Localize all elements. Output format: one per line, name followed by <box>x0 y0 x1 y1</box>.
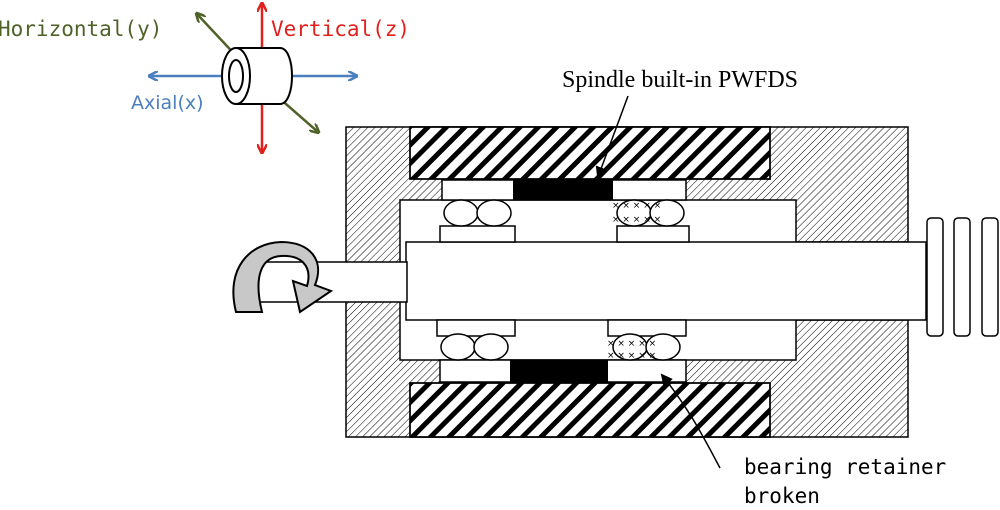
lower-outer-rings <box>439 359 687 383</box>
upper-pwfds-sensor <box>513 180 613 200</box>
horizontal-axis-label: Horizontal(y) <box>0 17 162 41</box>
sensor-callout-label: Spindle built-in PWFDS <box>562 67 798 93</box>
sensor-callout: Spindle built-in PWFDS <box>562 67 798 179</box>
axis-indicator: Horizontal(y) Vertical(z) Axial(x) <box>0 4 410 152</box>
rotation-arrow-icon <box>232 240 334 314</box>
upper-outer-rings <box>441 179 687 201</box>
vertical-axis-label: Vertical(z) <box>271 17 410 41</box>
lower-sleeve <box>409 382 771 438</box>
bearing-balls <box>440 199 685 361</box>
failure-callout-line2: broken <box>744 484 820 508</box>
svg-text:× × × × ×: × × × × × <box>607 351 656 361</box>
inner-rings <box>436 225 690 337</box>
lower-pwfds-sensor <box>510 360 608 382</box>
axial-axis-label: Axial(x) <box>131 92 204 114</box>
failure-callout: bearing retainer broken <box>660 373 946 508</box>
upper-sleeve <box>409 126 771 180</box>
svg-text:× × × × ×: × × × × × <box>612 201 661 211</box>
cylinder-icon <box>221 47 293 105</box>
shaft-coupling <box>926 217 999 337</box>
svg-text:× × × × ×: × × × × × <box>607 339 656 349</box>
broken-retainer-marks: × × × × × × × × × × × × × × × × × × × × <box>607 201 661 361</box>
failure-callout-line1: bearing retainer <box>744 455 946 479</box>
svg-text:× × × × ×: × × × × × <box>612 215 661 225</box>
